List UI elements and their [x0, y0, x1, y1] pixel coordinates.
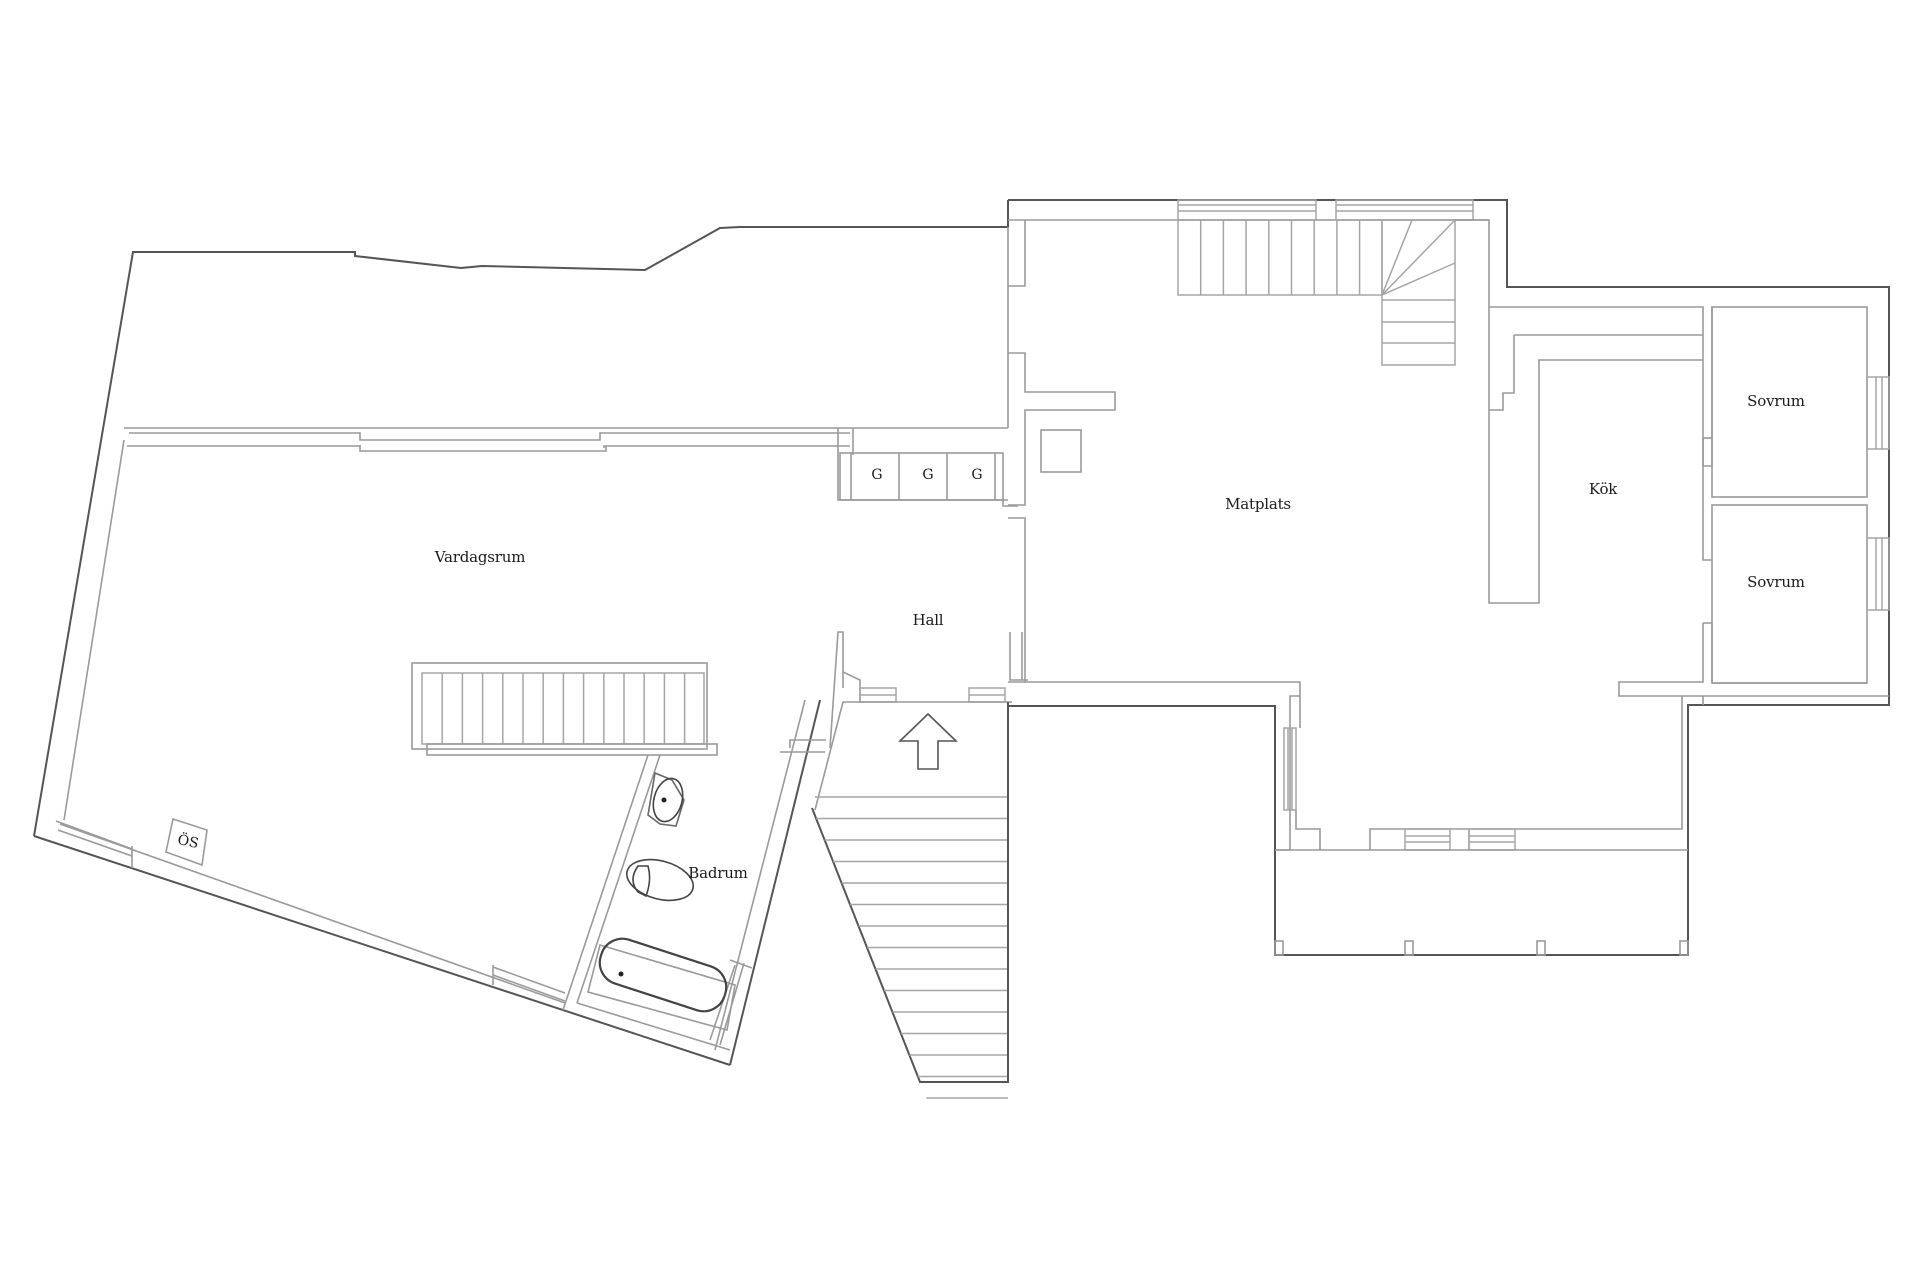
dining-north-windows: [1177, 199, 1474, 221]
south-wing-walls: [1274, 696, 1689, 956]
wardrobe-label-2: G: [922, 467, 934, 483]
room-label-matplats: Matplats: [1225, 495, 1291, 513]
tiled-stove: [165, 817, 208, 867]
hall-walls: [780, 631, 1028, 753]
entrance-arrow-icon: [898, 712, 958, 770]
living-room-stair: [411, 662, 718, 756]
living-room-north-window: [127, 428, 854, 455]
dining-inner-walls: [1008, 219, 1489, 851]
wardrobes: [837, 428, 1018, 507]
bathroom-walls: [562, 699, 821, 1066]
room-label-badrum: Badrum: [688, 864, 748, 882]
bedroom-walls: [1618, 306, 1890, 705]
room-label-vardagsrum: Vardagsrum: [434, 548, 526, 566]
room-label-sovrum-1: Sovrum: [1747, 392, 1805, 410]
kitchen-walls: [1488, 287, 1713, 604]
dining-stair: [1177, 219, 1490, 366]
wardrobe-label-3: G: [971, 467, 983, 483]
room-label-kok: Kök: [1588, 480, 1618, 498]
wardrobe-label-1: G: [871, 467, 883, 483]
bathroom-fixtures: [587, 771, 736, 1032]
room-label-sovrum-2: Sovrum: [1747, 573, 1805, 591]
main-house-outer-wall: [1007, 199, 1890, 1082]
exterior-stairs: [811, 701, 1009, 1099]
room-label-hall: Hall: [912, 611, 944, 629]
terrace-outline: [33, 200, 1009, 837]
living-room-walls: [33, 439, 731, 1066]
